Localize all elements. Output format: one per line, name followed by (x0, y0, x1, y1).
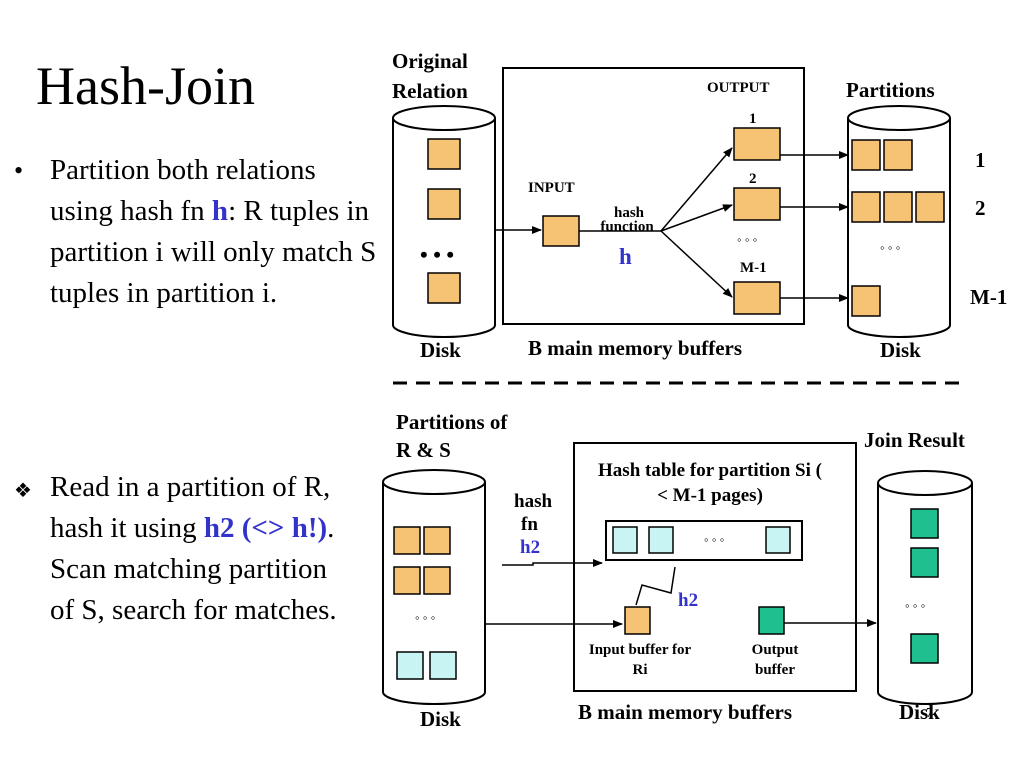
join-result-page (910, 633, 939, 664)
output-buffer-m-1 (733, 281, 781, 315)
output-buffer-1 (733, 127, 781, 161)
bullet-marker-1: • (14, 156, 24, 185)
page-number: 7 (926, 706, 933, 721)
top-memory-label: B main memory buffers (528, 336, 743, 360)
join-result-label: Join Result (864, 428, 965, 452)
bullet-2-text-after: . Scan matching partition of S, search f… (50, 512, 337, 626)
partitions-rs-label: Partitions of R & S (396, 410, 508, 462)
hash-to-output-2-arrow (660, 204, 733, 232)
original-relation-page (427, 272, 461, 304)
function-label: function (600, 219, 654, 235)
original-relation-page (427, 138, 461, 170)
output-label: OUTPUT (707, 80, 770, 96)
inner-h2-label: h2 (678, 590, 699, 611)
original-relation-ellipsis: • • • (420, 242, 455, 267)
bullet-marker-2: ❖ (14, 480, 32, 502)
bullet-1-highlight: h (211, 195, 229, 227)
partitions-label: Partitions (846, 78, 935, 102)
join-result-ellipsis: ◦ ◦ ◦ (905, 598, 926, 613)
output-buffer-label: Output buffer (751, 642, 799, 678)
partition-2-page (915, 191, 945, 223)
output-buffer (758, 606, 785, 635)
bottom-h2-label: h2 (520, 537, 541, 558)
hash-table-page (765, 526, 791, 554)
input-label: INPUT (528, 180, 575, 196)
disk-to-hash-table-arrow (502, 559, 603, 567)
top-left-disk-label: Disk (420, 338, 461, 362)
output-slot-m-1-label: M-1 (740, 260, 767, 276)
bottom-fn-label: fn (521, 514, 538, 535)
top-right-disk-cylinder (847, 105, 951, 338)
partition-2-page (883, 191, 913, 223)
partition-2-page (851, 191, 881, 223)
partition-number-m-1: M-1 (970, 285, 1008, 309)
hash-to-output-m-1-arrow (660, 230, 733, 298)
bullet-1-text-before: Partition both relations using hash fn (50, 154, 316, 227)
hash-table-label: Hash table for partition Si ( < M-1 page… (598, 460, 822, 506)
top-right-disk-label: Disk (880, 338, 921, 362)
original-relation-page (427, 188, 461, 220)
partitions-ellipsis: ◦ ◦ ◦ (880, 240, 901, 255)
slide-title: Hash-Join (36, 56, 255, 116)
join-result-page (910, 547, 939, 578)
hash-label: hash (613, 205, 645, 221)
s-partition-page (396, 651, 424, 680)
output-slot-1-label: 1 (749, 111, 757, 127)
bottom-hash-label: hash (514, 491, 553, 512)
r-partition-page (393, 526, 421, 555)
r-partition-page (423, 566, 451, 595)
bullet-2-text-before: Read in a partition of R, hash it using (50, 471, 331, 544)
input-buffer (542, 215, 580, 247)
join-result-page (910, 508, 939, 539)
hash-table-ellipsis: ◦ ◦ ◦ (704, 532, 725, 547)
hash-table-page (612, 526, 638, 554)
output-slot-2-label: 2 (749, 171, 757, 187)
input-buffer-label: Input buffer for Ri (588, 642, 692, 678)
partition-1-page (851, 139, 881, 171)
partition-number-2: 2 (975, 196, 986, 220)
partition-number-1: 1 (975, 148, 986, 172)
top-left-disk-cylinder (392, 105, 496, 338)
bottom-memory-box (573, 442, 857, 692)
input-buffer-ri (624, 606, 651, 635)
bottom-right-disk-label: Disk (899, 700, 940, 724)
bottom-left-disk-label: Disk (420, 707, 461, 731)
bullet-text-2: Read in a partition of R, hash it using … (50, 467, 350, 631)
r-partition-page (393, 566, 421, 595)
hash-table-page (648, 526, 674, 554)
partition-1-page (883, 139, 913, 171)
bullet-2-highlight: h2 (<> h!) (203, 512, 328, 544)
h2-zigzag (635, 566, 676, 606)
bullet-text-1: Partition both relations using hash fn h… (50, 150, 380, 314)
s-partition-page (429, 651, 457, 680)
partition-m-1-page (851, 285, 881, 317)
h-label: h (619, 244, 632, 269)
output-buffer-2 (733, 187, 781, 221)
top-memory-ellipsis: ◦ ◦ ◦ (737, 232, 758, 247)
original-relation-label: Original Relation (392, 49, 468, 103)
bullet-1-text-after: : R tuples in partition i will only matc… (50, 195, 377, 309)
r-partition-page (423, 526, 451, 555)
bottom-memory-label: B main memory buffers (578, 700, 793, 724)
bottom-left-disk-ellipsis: ◦ ◦ ◦ (415, 610, 436, 625)
hash-to-output-1-arrow (660, 147, 733, 232)
bottom-right-disk-cylinder (877, 470, 973, 705)
